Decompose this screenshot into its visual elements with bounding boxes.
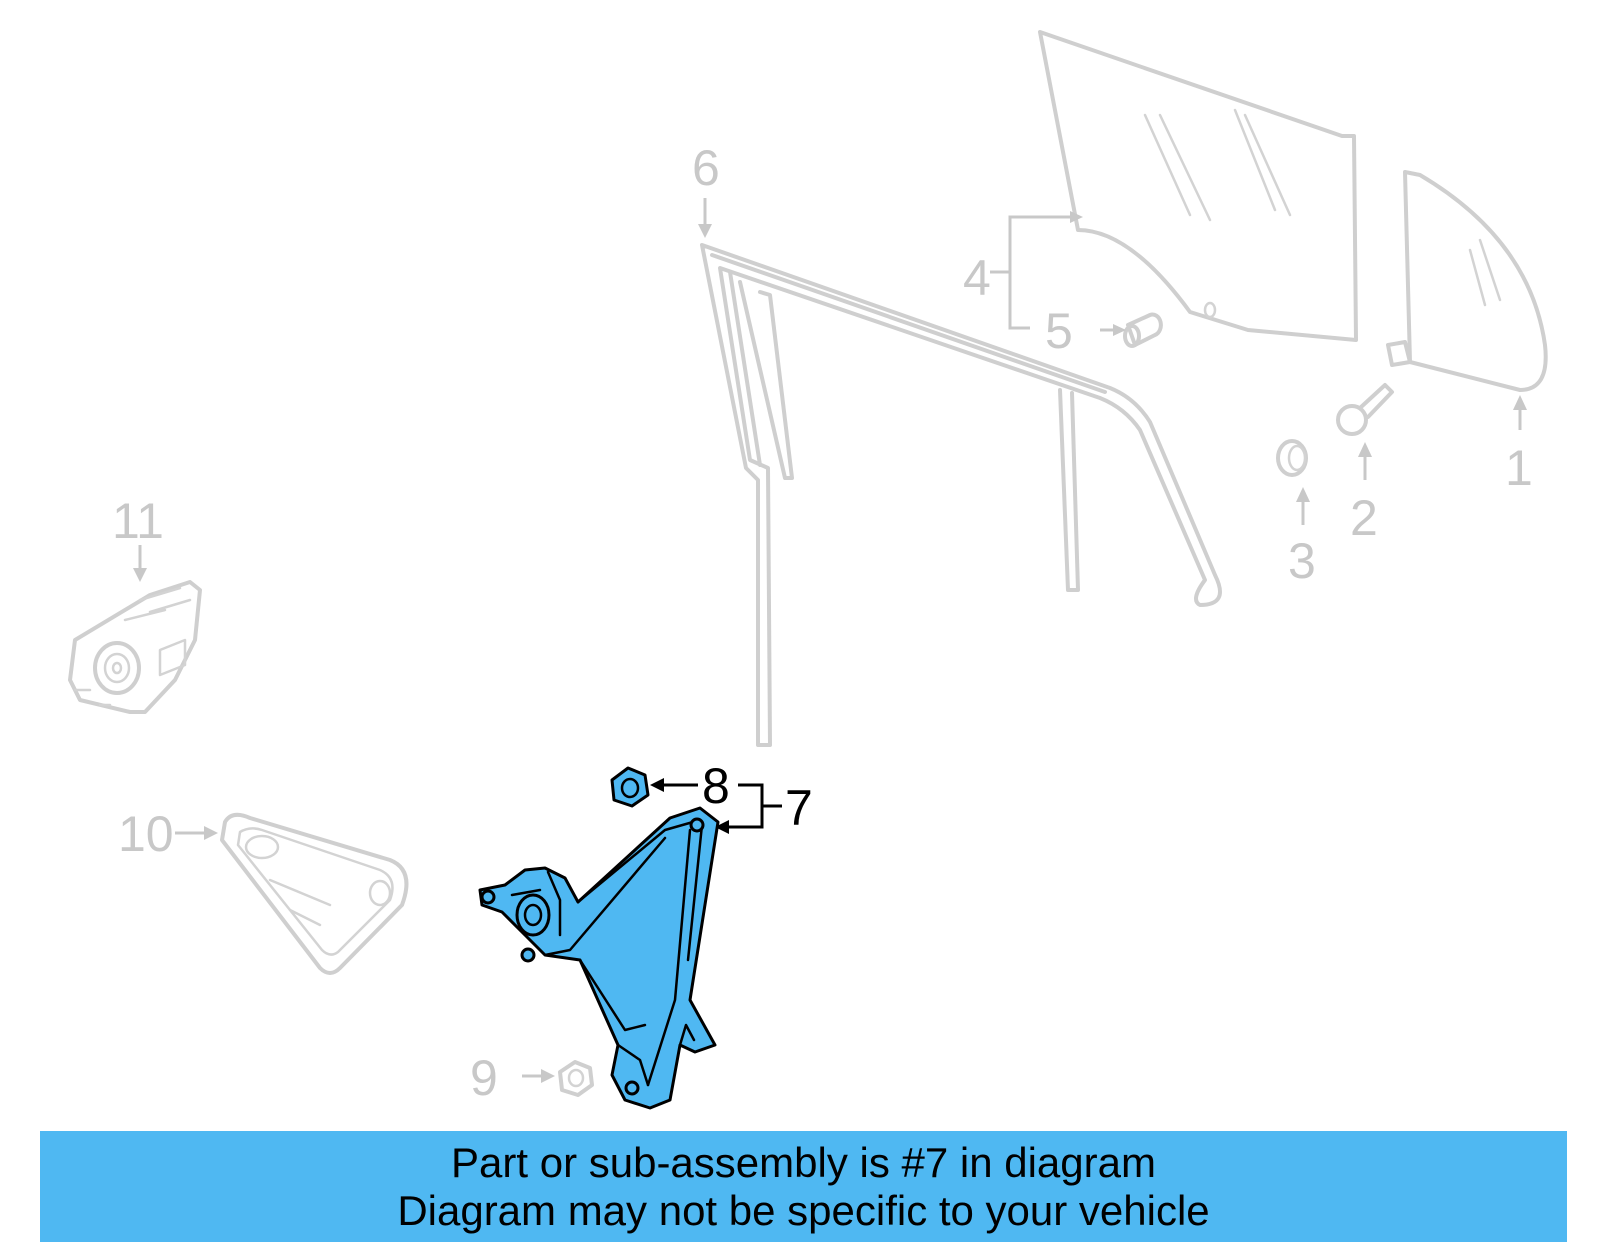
callout-9: 9 bbox=[470, 1050, 498, 1106]
leader-1 bbox=[1513, 395, 1527, 430]
part-2-screw bbox=[1336, 383, 1394, 436]
callout-6: 6 bbox=[692, 140, 720, 196]
leader-8 bbox=[650, 778, 698, 792]
part-1-quarter-glass bbox=[1386, 170, 1548, 392]
info-banner: Part or sub-assembly is #7 in diagram Di… bbox=[40, 1131, 1567, 1242]
leader-9 bbox=[522, 1069, 555, 1083]
callout-2: 2 bbox=[1350, 490, 1378, 546]
part-10-plate bbox=[220, 812, 409, 975]
banner-line-disclaimer: Diagram may not be specific to your vehi… bbox=[397, 1187, 1210, 1234]
callout-4: 4 bbox=[963, 250, 991, 306]
callout-7: 7 bbox=[785, 780, 813, 836]
part-9-nut bbox=[558, 1060, 594, 1097]
part-11-motor bbox=[68, 580, 202, 714]
part-6-run-channel bbox=[700, 243, 1222, 747]
leader-2 bbox=[1358, 442, 1372, 480]
banner-line-part: Part or sub-assembly is #7 in diagram bbox=[451, 1139, 1156, 1186]
part-8-nut bbox=[610, 766, 650, 808]
callout-10: 10 bbox=[118, 806, 174, 862]
leader-6 bbox=[698, 198, 712, 238]
leader-11 bbox=[133, 545, 147, 582]
leader-4-5 bbox=[990, 211, 1083, 330]
callout-11: 11 bbox=[112, 493, 164, 549]
leader-3 bbox=[1296, 487, 1310, 525]
callout-5: 5 bbox=[1045, 303, 1073, 359]
part-5-guide bbox=[1123, 312, 1163, 348]
part-3-grommet bbox=[1276, 439, 1308, 477]
leader-5 bbox=[1100, 324, 1126, 336]
callout-3: 3 bbox=[1288, 533, 1316, 589]
leader-7-bracket bbox=[715, 783, 782, 834]
callout-8: 8 bbox=[702, 758, 730, 814]
part-4-door-glass bbox=[1038, 30, 1358, 342]
leader-10 bbox=[175, 826, 218, 840]
callout-1: 1 bbox=[1505, 440, 1533, 496]
part-7-window-regulator bbox=[478, 806, 720, 1110]
